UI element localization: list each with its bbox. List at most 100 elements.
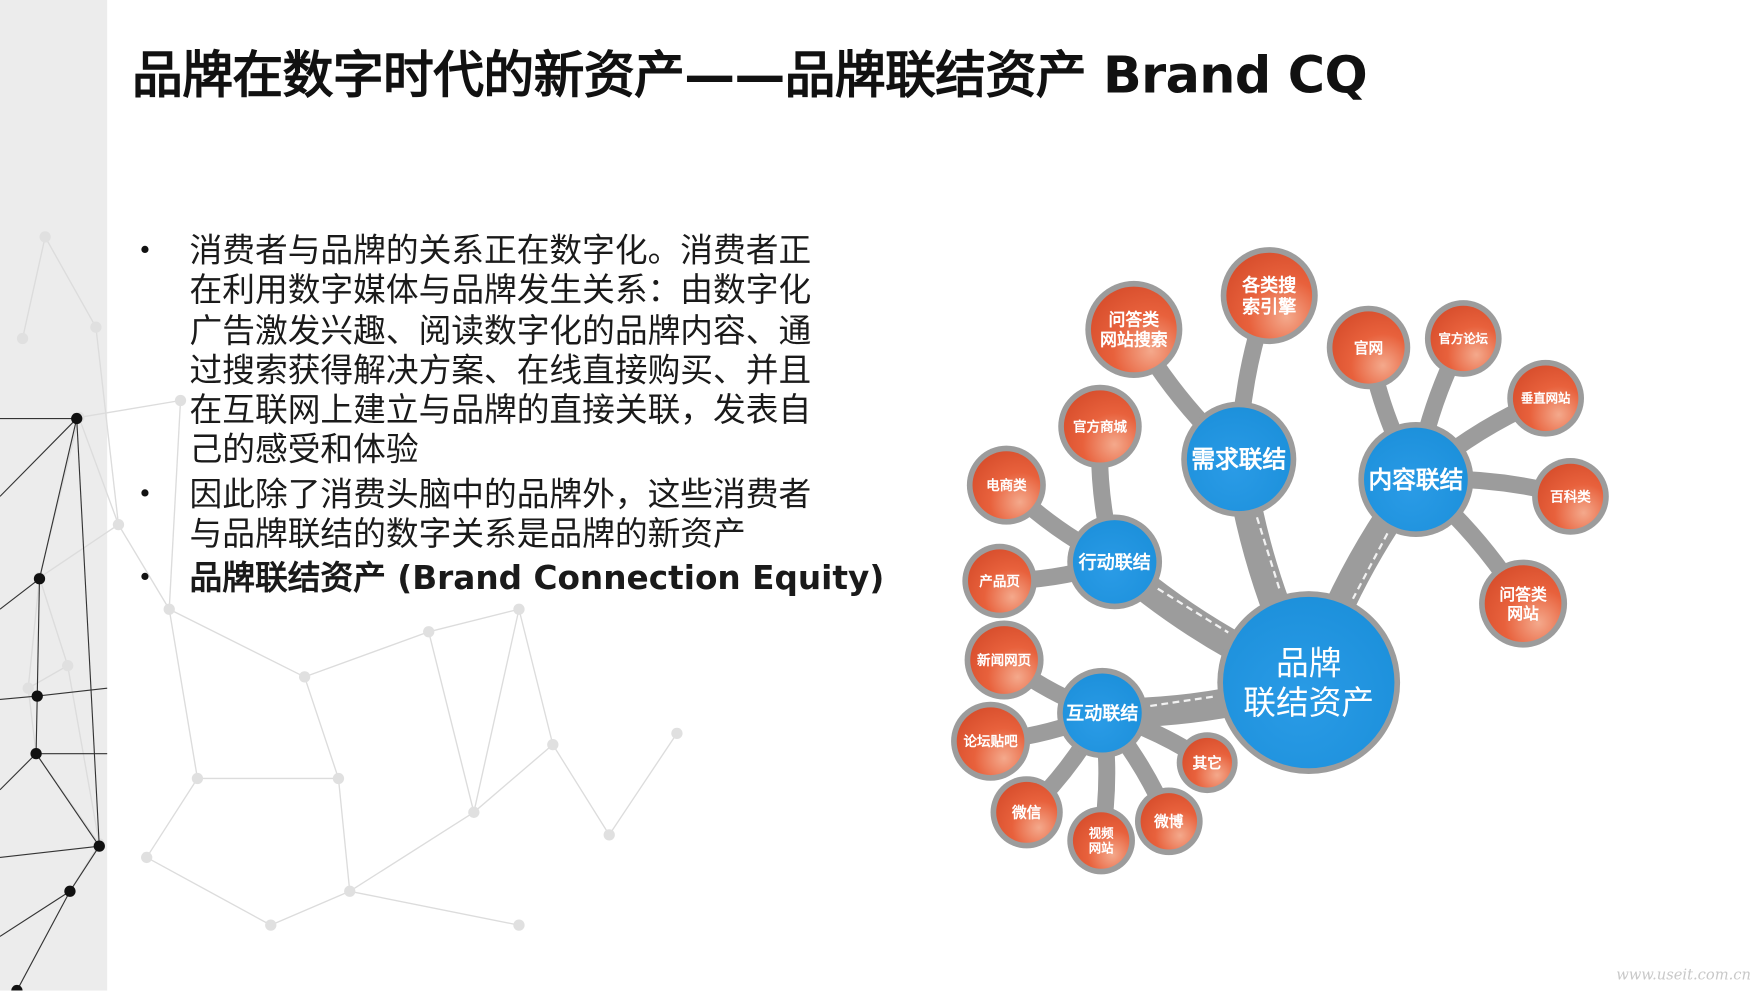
dashed-link bbox=[1157, 587, 1229, 634]
bullet-text-line: 过搜索获得解决方案、在线直接购买、并且 bbox=[189, 350, 812, 390]
network-link-dark bbox=[76, 418, 100, 847]
node-circle bbox=[1182, 737, 1232, 788]
node-label: 各类搜 bbox=[1241, 274, 1297, 296]
bullet-text-line: 因此除了消费头脑中的品牌外，这些消费者 bbox=[189, 474, 812, 514]
node-circle bbox=[1072, 812, 1130, 869]
hub-node: 内容联结 bbox=[1358, 421, 1474, 538]
network-node bbox=[265, 919, 277, 931]
network-link-dark bbox=[69, 845, 100, 892]
bullet-text-line: 广告激发兴趣、阅读数字化的品牌内容、通 bbox=[189, 310, 812, 350]
network-node-dark bbox=[33, 573, 46, 585]
network-link bbox=[78, 399, 181, 419]
network-node bbox=[174, 394, 187, 407]
node-label: 问答类 bbox=[1499, 585, 1547, 604]
network-link bbox=[27, 688, 37, 754]
network-link bbox=[349, 890, 520, 926]
bullet-dot: • bbox=[137, 236, 153, 266]
node-label: 需求联结 bbox=[1191, 446, 1286, 474]
network-link bbox=[304, 631, 429, 678]
node-label: 垂直网站 bbox=[1521, 391, 1571, 406]
node-label: 内容联结 bbox=[1369, 466, 1464, 494]
leaf-node: 论坛贴吧 bbox=[951, 701, 1031, 781]
network-link bbox=[168, 608, 305, 678]
network-link bbox=[78, 417, 120, 525]
dashed-link bbox=[1255, 516, 1282, 593]
slide-title: 品牌在数字时代的新资产——品牌联结资产 Brand CQ bbox=[131, 45, 1368, 105]
network-node-dark bbox=[93, 840, 105, 852]
network-node-dark bbox=[11, 984, 23, 991]
network-link-dark bbox=[0, 753, 37, 791]
leaf-node: 新闻网页 bbox=[964, 620, 1044, 700]
network-node bbox=[547, 738, 559, 751]
network-link-dark bbox=[16, 891, 71, 991]
node-circle bbox=[970, 626, 1038, 694]
network-node bbox=[513, 603, 525, 615]
network-link bbox=[38, 577, 69, 666]
node-label: 电商类 bbox=[986, 477, 1027, 494]
node-circle bbox=[1140, 793, 1198, 850]
network-link-dark bbox=[0, 418, 78, 497]
bullet-item: •因此除了消费头脑中的品牌外，这些消费者与品牌联结的数字关系是品牌的新资产 bbox=[138, 475, 860, 555]
node-label: 网站搜索 bbox=[1100, 330, 1168, 350]
network-node bbox=[90, 321, 102, 333]
network-link bbox=[117, 524, 170, 610]
node-circle bbox=[1072, 520, 1157, 604]
node-label: 官网 bbox=[1354, 339, 1383, 357]
bullet-text-line: 消费者与品牌的关系正在数字化。消费者正 bbox=[189, 231, 812, 270]
network-link-dark bbox=[36, 578, 41, 697]
network-link bbox=[552, 744, 610, 836]
node-label: 网站 bbox=[1089, 840, 1114, 855]
network-node bbox=[112, 518, 125, 531]
bullet-dot: • bbox=[137, 564, 153, 593]
bullet-text-line: 在互联网上建立与品牌的直接关联，发表自 bbox=[189, 390, 812, 429]
network-link bbox=[608, 732, 678, 836]
network-node bbox=[16, 332, 29, 345]
node-label: 互动联结 bbox=[1066, 703, 1138, 725]
node-label: 官方论坛 bbox=[1438, 331, 1488, 346]
node-circle bbox=[1332, 311, 1405, 384]
node-label: 新闻网页 bbox=[977, 652, 1031, 669]
network-node bbox=[468, 806, 480, 818]
node-label: 论坛贴吧 bbox=[964, 733, 1019, 750]
node-circle bbox=[972, 451, 1041, 519]
network-node-dark bbox=[30, 747, 42, 760]
network-link bbox=[39, 524, 119, 579]
leaf-node: 官网 bbox=[1326, 305, 1411, 390]
network-node-dark bbox=[71, 412, 83, 425]
node-label: 索引擎 bbox=[1242, 296, 1296, 318]
network-node bbox=[298, 671, 311, 683]
network-link bbox=[27, 665, 69, 689]
bullet-text-line: 己的感受和体验 bbox=[189, 430, 419, 469]
network-link bbox=[473, 609, 520, 813]
center-node: 品牌联结资产 bbox=[1217, 591, 1401, 774]
leaf-node: 微博 bbox=[1134, 787, 1203, 856]
bullet-text-line: 品牌联结资产 (Brand Connection Equity) bbox=[189, 558, 885, 598]
node-circle bbox=[1537, 463, 1604, 530]
leaf-node: 微信 bbox=[990, 776, 1063, 849]
bullet-list: •消费者与品牌的关系正在数字化。消费者正在利用数字媒体与品牌发生关系：由数字化广… bbox=[137, 231, 885, 603]
hub-node: 互动联结 bbox=[1057, 667, 1148, 759]
node-label: 问答类 bbox=[1108, 309, 1159, 329]
network-link bbox=[21, 236, 46, 339]
network-link bbox=[168, 400, 182, 610]
network-node bbox=[423, 626, 435, 638]
node-circle bbox=[1062, 673, 1142, 753]
network-link-dark bbox=[0, 578, 40, 610]
hub-node: 需求联结 bbox=[1181, 401, 1297, 517]
network-link bbox=[303, 676, 340, 779]
network-node-dark bbox=[64, 885, 76, 897]
node-label: 百科类 bbox=[1550, 488, 1591, 505]
node-circle bbox=[1484, 565, 1562, 642]
node-label: 行动联结 bbox=[1078, 551, 1151, 573]
watermark: www.useit.com.cn bbox=[1616, 966, 1751, 984]
node-circle bbox=[1226, 252, 1313, 339]
network-link-dark bbox=[35, 696, 38, 754]
node-label: 联结资产 bbox=[1243, 684, 1374, 722]
node-circle bbox=[1430, 305, 1496, 372]
